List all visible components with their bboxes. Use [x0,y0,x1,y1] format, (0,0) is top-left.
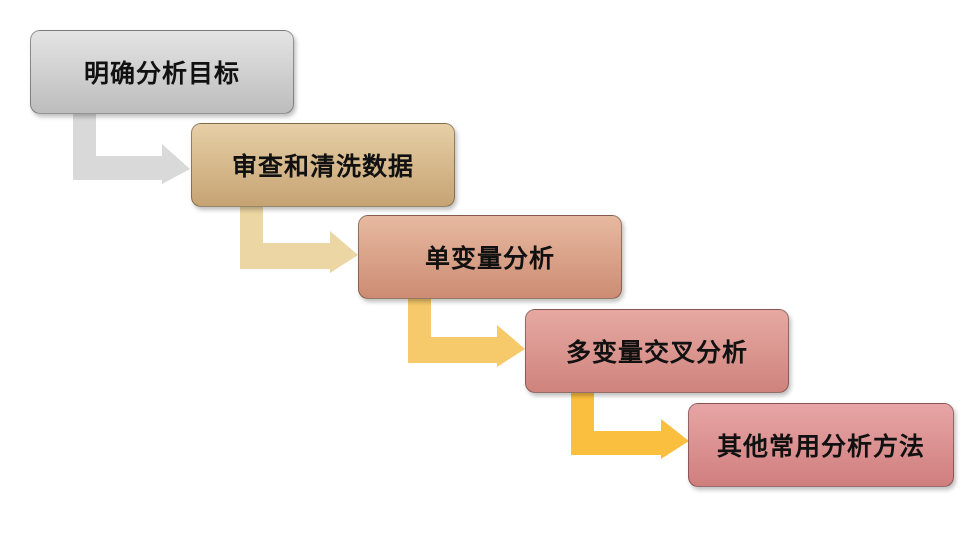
arrow-shape [408,299,525,367]
step-box-other-methods: 其他常用分析方法 [688,403,954,487]
step-box-univariate-analysis: 单变量分析 [358,215,622,299]
step-box-review-clean-data: 审查和清洗数据 [191,123,455,207]
arrow-shape [73,114,190,184]
connector-arrow-1 [73,114,190,184]
arrow-shape [240,207,358,273]
step-box-multivariate-cross-analysis: 多变量交叉分析 [525,309,789,393]
connector-arrow-2 [240,207,358,273]
step-label: 其他常用分析方法 [716,432,925,461]
step-box-define-goal: 明确分析目标 [30,30,294,114]
arrow-shape [571,393,689,459]
connector-arrow-3 [408,299,525,367]
step-label: 单变量分析 [424,244,555,273]
step-label: 明确分析目标 [83,59,240,88]
connector-arrow-4 [571,393,689,459]
step-label: 审查和清洗数据 [231,152,414,181]
step-label: 多变量交叉分析 [565,338,748,367]
